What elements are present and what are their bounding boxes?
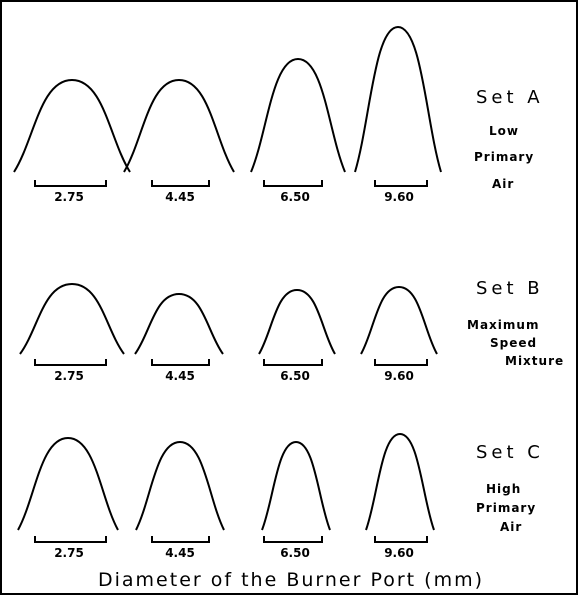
set-b-diameter-3: 6.50 (280, 369, 310, 383)
set-b-diameter-2: 4.45 (165, 369, 195, 383)
set-c-desc-line-1: High (486, 482, 522, 496)
set-a-diameter-4: 9.60 (384, 190, 414, 204)
set-c-diameter-1: 2.75 (54, 546, 84, 560)
set-c-diameter-2: 4.45 (165, 546, 195, 560)
set-b-desc-line-1: Maximum (467, 318, 540, 332)
set-b-desc-line-2: Speed (490, 336, 538, 350)
set-a-profile-4 (354, 25, 442, 173)
set-b-scale-bracket-3 (263, 359, 323, 366)
set-a-scale-bracket-1 (34, 180, 107, 187)
set-a-profile-3 (250, 57, 346, 173)
set-c-profile-2 (135, 440, 225, 531)
set-a-scale-bracket-2 (151, 180, 210, 187)
set-a-profile-2 (123, 78, 235, 173)
set-b-scale-bracket-4 (374, 359, 428, 366)
set-a-desc-line-3: Air (492, 177, 515, 191)
set-a-scale-bracket-3 (263, 180, 323, 187)
set-c-profile-3 (261, 440, 331, 531)
set-a-diameter-1: 2.75 (54, 190, 84, 204)
set-c-diameter-4: 9.60 (384, 546, 414, 560)
set-b-profile-4 (360, 285, 438, 355)
set-a-desc-line-1: Low (489, 124, 519, 138)
set-a-scale-bracket-4 (374, 180, 428, 187)
set-c-scale-bracket-1 (34, 536, 107, 543)
set-b-profile-3 (258, 288, 336, 355)
set-b-profile-1 (19, 282, 125, 355)
figure-caption: Diameter of the Burner Port (mm) (98, 569, 484, 591)
set-c-desc-line-2: Primary (476, 501, 537, 515)
set-b-profile-2 (134, 292, 224, 355)
set-b-diameter-4: 9.60 (384, 369, 414, 383)
set-a-desc-line-2: Primary (474, 150, 535, 164)
set-c-diameter-3: 6.50 (280, 546, 310, 560)
set-b-desc-line-3: Mixture (505, 354, 565, 368)
set-b-diameter-1: 2.75 (54, 369, 84, 383)
set-c-title: Set C (476, 442, 544, 463)
set-a-title: Set A (476, 87, 544, 108)
set-b-scale-bracket-2 (151, 359, 210, 366)
set-c-profile-1 (17, 436, 119, 531)
set-c-scale-bracket-4 (374, 536, 428, 543)
set-c-desc-line-3: Air (500, 520, 523, 534)
set-a-profile-1 (13, 78, 131, 173)
set-a-diameter-3: 6.50 (280, 190, 310, 204)
set-c-profile-4 (365, 432, 435, 531)
set-b-scale-bracket-1 (34, 359, 107, 366)
set-c-scale-bracket-2 (151, 536, 210, 543)
set-a-diameter-2: 4.45 (165, 190, 195, 204)
set-b-title: Set B (476, 278, 544, 299)
set-c-scale-bracket-3 (263, 536, 323, 543)
